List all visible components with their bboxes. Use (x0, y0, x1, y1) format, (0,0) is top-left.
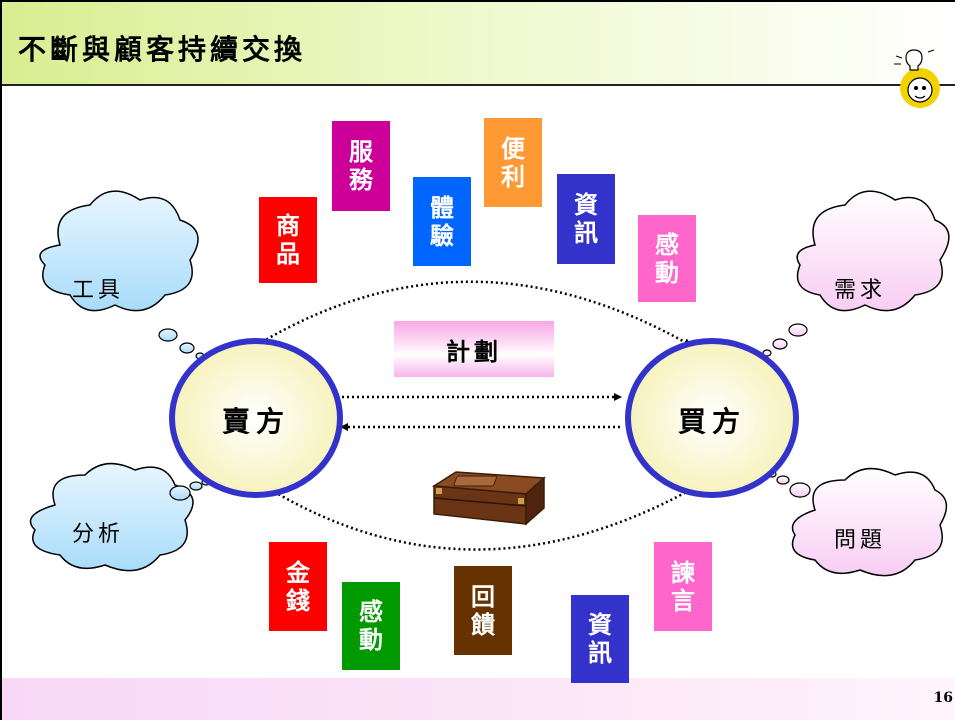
top-box-experience: 體驗 (413, 177, 471, 266)
thinking-lightbulb-icon (894, 49, 940, 108)
cloud-needs-label: 需求 (834, 278, 887, 303)
treasure-chest-icon (431, 471, 546, 526)
cloud-analysis-label: 分析 (72, 522, 125, 547)
cloud-tools (39, 190, 205, 360)
slide-title: 不斷與顧客持續交換 (18, 33, 307, 66)
bottom-box-information: 資訊 (571, 595, 629, 683)
top-box-service: 服務 (332, 121, 390, 211)
title-bar (2, 2, 955, 86)
top-box-convenience: 便利 (484, 118, 542, 207)
top-box-goods: 商品 (259, 197, 317, 283)
top-box-information: 資訊 (557, 174, 615, 264)
buyer-circle (625, 338, 799, 498)
seller-circle (169, 338, 343, 498)
seller-label: 賣方 (222, 405, 291, 438)
cloud-problems-label: 問題 (834, 528, 887, 553)
bottom-curve-arrow (266, 486, 691, 551)
cloud-analysis (29, 462, 211, 572)
cloud-tools-label: 工具 (72, 278, 125, 303)
bottom-box-emotion: 感動 (342, 582, 400, 670)
buyer-label: 買方 (678, 405, 747, 438)
plan-label: 計劃 (394, 321, 554, 377)
cloud-needs (762, 190, 950, 357)
top-box-emotion: 感動 (638, 215, 696, 302)
bottom-box-feedback: 回饋 (454, 566, 512, 655)
cloud-problems (767, 467, 948, 577)
footer-bar (2, 678, 955, 720)
bottom-box-money: 金錢 (269, 542, 327, 631)
bottom-box-advice: 諫言 (654, 542, 712, 631)
page-number: 16 (933, 690, 953, 706)
